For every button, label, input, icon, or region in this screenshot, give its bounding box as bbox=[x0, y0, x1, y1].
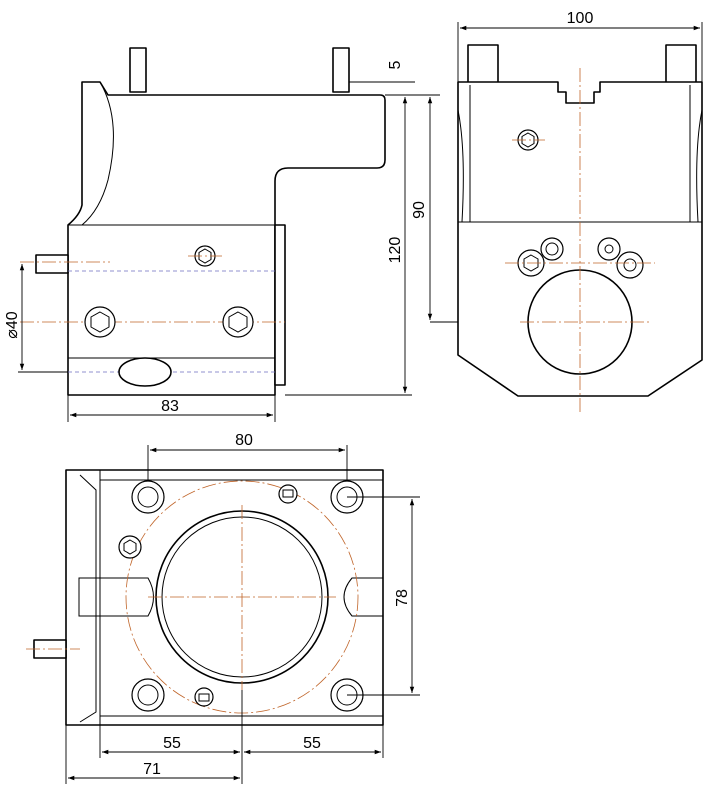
top-view: 80 78 55 55 71 bbox=[26, 432, 420, 784]
dim-front-height-total: 120 bbox=[387, 237, 404, 264]
dim-top-hole-spacing-y: 78 bbox=[394, 589, 411, 607]
dim-top-overall: 71 bbox=[143, 761, 161, 778]
front-view: 5 90 120 ⌀40 83 bbox=[4, 47, 530, 422]
front-body bbox=[67, 81, 386, 396]
dim-top-half-left: 55 bbox=[163, 735, 181, 752]
dim-front-pin: 5 bbox=[387, 60, 404, 69]
front-pin-right bbox=[332, 47, 350, 93]
front-oval-slot bbox=[118, 357, 172, 387]
side-pin-right bbox=[665, 44, 697, 86]
front-side-pin bbox=[35, 254, 69, 274]
side-dowel-left bbox=[540, 237, 564, 261]
top-hole-bl bbox=[131, 678, 165, 712]
front-bolt-small bbox=[188, 245, 222, 267]
side-dowel-right bbox=[597, 237, 621, 261]
dim-top-half-right: 55 bbox=[303, 735, 321, 752]
dim-top-hole-spacing-x: 80 bbox=[235, 432, 253, 449]
front-side-plate bbox=[274, 224, 286, 386]
top-small-hole-upper bbox=[278, 484, 298, 504]
dim-side-width: 100 bbox=[567, 10, 594, 27]
dim-front-height-upper: 90 bbox=[411, 201, 428, 219]
front-bolt-right bbox=[222, 306, 254, 338]
front-body-edge bbox=[81, 81, 114, 226]
top-hole-tl bbox=[131, 480, 165, 514]
side-bolt-right bbox=[616, 251, 644, 279]
side-view: 100 bbox=[457, 10, 703, 412]
front-pin-left bbox=[129, 47, 147, 93]
side-bolt-top bbox=[512, 129, 545, 151]
front-bolt-left bbox=[84, 306, 116, 338]
side-pin-left bbox=[467, 44, 499, 86]
dim-front-width: 83 bbox=[161, 398, 179, 415]
top-bolt-small bbox=[118, 535, 142, 559]
dim-front-bore-dia: ⌀40 bbox=[4, 311, 21, 339]
top-small-hole-lower bbox=[194, 687, 214, 707]
